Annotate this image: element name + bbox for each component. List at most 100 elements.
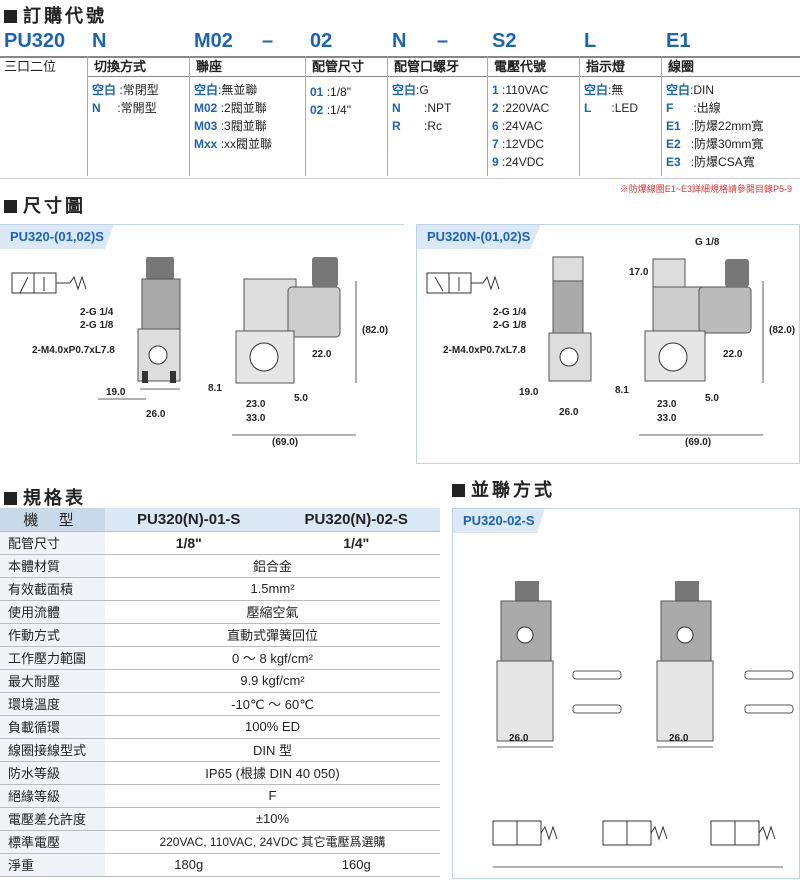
spec-value: F [105,784,440,808]
dim-label: 33.0 [246,413,266,424]
code-segment: M02 [194,30,233,52]
dim-label: 5.0 [705,393,719,404]
dim-label: 22.0 [723,349,743,360]
spec-value: DIN 型 [105,738,440,762]
table-row: 環境溫度-10℃ ～ 60℃ [0,692,440,716]
dimension-title: 尺寸圖 [4,192,86,218]
spec-label: 淨重 [0,853,105,877]
table-row: 本體材質鋁合金 [0,554,440,578]
dim-label: 5.0 [294,393,308,404]
dim-label: 2-G 1/8 [493,320,527,331]
code-segment: L [584,30,597,52]
order-col-manifold: 聯座 空白:無並聯 M02 :2閥並聯 M03 :3閥並聯 Mxx :xx閥並聯 [190,56,306,176]
spec-value: 220VAC, 110VAC, 24VDC 其它電壓爲選購 [105,830,440,854]
dim-label: 8.1 [615,385,629,396]
spec-value: 0 ～ 8 kgf/cm² [105,646,440,670]
spec-header-cell: PU320(N)-01-S [105,508,273,532]
spec-label: 配管尺寸 [0,531,105,555]
dim-label: 2-G 1/8 [80,320,114,331]
col-header: 電壓代號 [494,59,547,74]
table-row: 使用流體壓縮空氣 [0,600,440,624]
spec-header-cell: PU320(N)-02-S [272,508,440,532]
code-segment: N [92,30,107,52]
spec-label: 絕緣等級 [0,784,105,808]
spec-value: 100% ED [105,715,440,739]
col-header: 配管尺寸 [312,59,365,74]
col-body: 空白 :常閉型 N :常開型 [92,83,159,115]
spec-value: 9.9 kgf/cm² [105,669,440,693]
spec-label: 本體材質 [0,554,105,578]
valve-drawing-left [11,257,357,436]
dim-label: 23.0 [657,399,677,410]
spec-label: 最大耐壓 [0,669,105,693]
spec-header-cell: 機 型 [0,508,105,532]
col-body: 空白:DIN F :出線 E1 :防爆22mm寬 E2 :防爆30mm寬 E3 … [666,83,764,169]
spec-header-row: 機 型 PU320(N)-01-S PU320(N)-02-S [0,508,440,532]
spec-label: 防水等級 [0,761,105,785]
spec-label: 負載循環 [0,715,105,739]
order-col-coil: 線圈 空白:DIN F :出線 E1 :防爆22mm寬 E2 :防爆30mm寬 … [662,56,800,176]
col-header: 指示燈 [586,59,626,74]
code-segment: PU320 [4,30,66,52]
order-col-pipe: 配管尺寸 01 :1/8" 02 :1/4" [306,56,388,176]
valve-drawing-right [426,256,764,436]
spec-value: 壓縮空氣 [105,600,440,624]
code-segment: N [392,30,407,52]
order-col-switch: 切換方式 空白 :常閉型 N :常開型 [88,56,190,176]
dim-label: 19.0 [106,387,126,398]
col-body: 空白:G N :NPT R :Rc [392,83,452,133]
dim-label: 26.0 [559,407,579,418]
order-col-led: 指示燈 空白:無 L :LED [580,56,662,176]
dim-label: (69.0) [272,437,299,448]
dim-label: 22.0 [312,349,332,360]
dimension-panel-right: PU320N-(01,02)S G 1/8 17.0 2-G 1/4 2-G 1… [416,224,800,464]
parallel-drawing [492,581,794,868]
spec-label: 環境溫度 [0,692,105,716]
spec-label: 線圈接線型式 [0,738,105,762]
spec-value: -10℃ ～ 60℃ [105,692,440,716]
code-segment: – [437,30,449,52]
order-col-thread: 配管口螺牙 空白:G N :NPT R :Rc [388,56,488,176]
spec-value: 1/8" [105,531,273,555]
dim-label: 26.0 [146,409,166,420]
panel-tab: PU320N-(01,02)S [417,225,541,249]
spec-value: IP65 (根據 DIN 40 050) [105,761,440,785]
dim-label: 19.0 [519,387,539,398]
dim-label: (82.0) [769,325,796,336]
spec-label: 工作壓力範圍 [0,646,105,670]
dim-label: G 1/8 [695,237,720,248]
explosion-proof-note: ※防爆線圈E1~E3詳細規格請參閱目錄P5-9 [619,184,792,194]
spec-value: 1.5mm² [105,577,440,601]
order-code-row: PU320 N M02 – 02 N – S2 L E1 [0,30,800,58]
dim-label: 2-G 1/4 [80,307,114,318]
spec-label: 電壓差允許度 [0,807,105,831]
spec-label: 標準電壓 [0,830,105,854]
dim-label: 17.0 [629,267,649,278]
dimension-panel-left: PU320-(01,02)S 2-G 1/4 2-G 1/8 2-M4.0xP0… [0,224,404,464]
dim-label: (82.0) [362,325,389,336]
col-body: 空白:無 L :LED [584,83,639,115]
col-header: 配管口螺牙 [394,59,460,74]
dim-label: (69.0) [685,437,712,448]
spec-value: 1/4" [272,531,440,555]
dim-label: 2-G 1/4 [493,307,527,318]
spec-value: 直動式彈簧回位 [105,623,440,647]
order-title: 訂購代號 [4,2,107,28]
parallel-panel: PU320-02-S 26.0 26.0 [452,508,800,879]
dim-label: 23.0 [246,399,266,410]
col-header: 切換方式 [94,59,147,74]
panel-tab: PU320-02-S [453,509,545,533]
spec-label: 使用流體 [0,600,105,624]
spec-label: 有效截面積 [0,577,105,601]
table-row: 電壓差允許度±10% [0,807,440,831]
dim-label: 33.0 [657,413,677,424]
